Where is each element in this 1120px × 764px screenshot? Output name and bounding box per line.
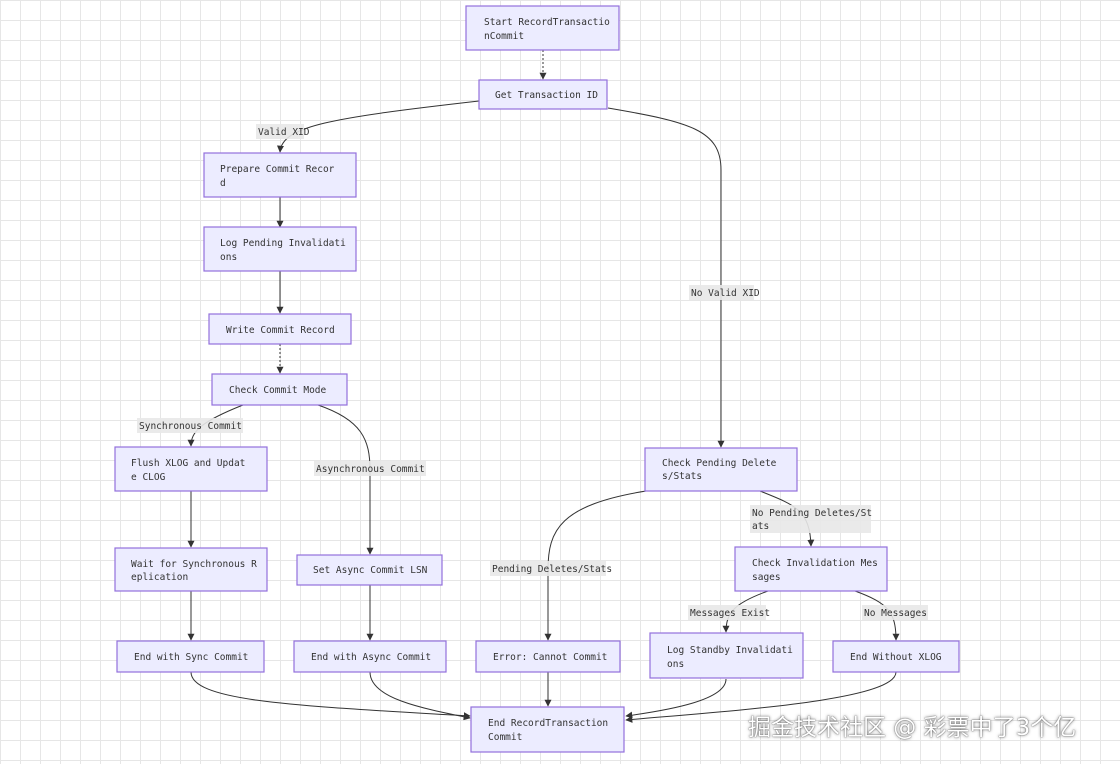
edge-check-mode-to-set-async bbox=[317, 404, 374, 555]
node-prepare-commit-record: Prepare Commit Recor d bbox=[203, 152, 357, 198]
edge-label-no-messages-line1: No Messages bbox=[864, 608, 927, 619]
node-wait-sync-line1: Wait for Synchronous R bbox=[131, 559, 257, 570]
edge-label-no-pending-line1: No Pending Deletes/St bbox=[752, 508, 872, 519]
node-log-pending-invalidations: Log Pending Invalidati ons bbox=[203, 226, 357, 272]
edge-label-messages-exist: Messages Exist bbox=[688, 605, 770, 620]
edge-label-no-valid-xid-line1: No Valid XID bbox=[691, 288, 760, 299]
node-log-standby-line1: Log Standby Invalidati bbox=[667, 645, 793, 656]
edge-label-sync-line1: Synchronous Commit bbox=[139, 421, 242, 432]
node-wait-sync-line2: eplication bbox=[131, 572, 188, 583]
node-end-sync-line1: End with Sync Commit bbox=[134, 652, 248, 663]
node-start: Start RecordTransactio nCommit bbox=[465, 5, 620, 51]
node-flush-line2: e CLOG bbox=[131, 472, 166, 483]
node-check-inval-line2: sages bbox=[752, 572, 781, 583]
node-log-standby-line2: ons bbox=[667, 659, 684, 670]
edge-label-async: Asynchronous Commit bbox=[314, 461, 426, 476]
node-prepare-line2: d bbox=[220, 178, 226, 189]
edge-get-xid-to-check-deletes bbox=[607, 107, 725, 448]
edge-label-async-line1: Asynchronous Commit bbox=[316, 464, 425, 475]
node-end-without-xlog: End Without XLOG bbox=[832, 640, 960, 673]
node-flush-line1: Flush XLOG and Updat bbox=[131, 458, 245, 469]
edge-label-sync: Synchronous Commit bbox=[137, 418, 243, 433]
node-check-deletes-line2: s/Stats bbox=[662, 471, 702, 482]
node-check-invalidation-messages: Check Invalidation Mes sages bbox=[734, 546, 888, 592]
node-check-deletes-line1: Check Pending Delete bbox=[662, 458, 777, 469]
node-end-line1: End RecordTransaction bbox=[488, 718, 608, 729]
node-end: End RecordTransaction Commit bbox=[470, 706, 625, 753]
node-check-pending-deletes: Check Pending Delete s/Stats bbox=[644, 447, 798, 492]
edge-end-sync-to-end bbox=[190, 671, 471, 720]
edge-log-standby-to-end bbox=[625, 678, 727, 719]
node-end-async-line1: End with Async Commit bbox=[311, 652, 431, 663]
node-end-line2: Commit bbox=[488, 732, 522, 743]
node-set-async-commit-lsn: Set Async Commit LSN bbox=[296, 554, 443, 586]
node-wait-sync-replication: Wait for Synchronous R eplication bbox=[114, 547, 268, 592]
node-check-commit-mode: Check Commit Mode bbox=[211, 373, 348, 406]
node-get-transaction-id: Get Transaction ID bbox=[478, 79, 608, 110]
edge-label-no-pending: No Pending Deletes/St ats bbox=[750, 505, 872, 533]
node-end-async-commit: End with Async Commit bbox=[293, 640, 447, 673]
edge-label-no-valid-xid: No Valid XID bbox=[689, 285, 760, 300]
watermark: 掘金技术社区 @ 彩票中了3个亿 bbox=[748, 715, 1077, 741]
edge-end-async-to-end bbox=[369, 671, 471, 721]
node-error-cannot-commit: Error: Cannot Commit bbox=[475, 640, 621, 673]
node-check-inval-line1: Check Invalidation Mes bbox=[752, 558, 878, 569]
edge-label-valid-xid: Valid XID bbox=[256, 124, 310, 139]
node-start-line1: Start RecordTransactio bbox=[484, 17, 610, 28]
edge-label-pending: Pending Deletes/Stats bbox=[490, 561, 612, 576]
edge-no-xlog-to-end bbox=[625, 671, 897, 723]
edge-label-valid-xid-line1: Valid XID bbox=[258, 127, 310, 138]
node-get-transaction-id-line1: Get Transaction ID bbox=[495, 90, 598, 101]
node-end-no-xlog-line1: End Without XLOG bbox=[850, 652, 942, 663]
edge-label-no-pending-line2: ats bbox=[752, 521, 769, 532]
edge-label-messages-exist-line1: Messages Exist bbox=[690, 608, 770, 619]
node-log-pending-line1: Log Pending Invalidati bbox=[220, 238, 346, 249]
node-log-standby-invalidations: Log Standby Invalidati ons bbox=[649, 632, 804, 679]
edge-label-no-messages: No Messages bbox=[862, 605, 928, 620]
edge-label-pending-line1: Pending Deletes/Stats bbox=[492, 564, 612, 575]
node-log-pending-line2: ons bbox=[220, 252, 237, 263]
node-write-commit-record: Write Commit Record bbox=[208, 313, 352, 345]
node-start-line2: nCommit bbox=[484, 31, 524, 42]
edge-get-xid-to-prepare bbox=[277, 100, 480, 153]
node-end-sync-commit: End with Sync Commit bbox=[116, 640, 265, 673]
node-prepare-line1: Prepare Commit Recor bbox=[220, 164, 335, 175]
node-error-line1: Error: Cannot Commit bbox=[493, 652, 607, 663]
node-set-async-line1: Set Async Commit LSN bbox=[313, 565, 428, 576]
node-flush-xlog: Flush XLOG and Updat e CLOG bbox=[114, 446, 268, 492]
node-check-mode-line1: Check Commit Mode bbox=[229, 385, 327, 396]
node-write-commit-line1: Write Commit Record bbox=[226, 325, 335, 336]
